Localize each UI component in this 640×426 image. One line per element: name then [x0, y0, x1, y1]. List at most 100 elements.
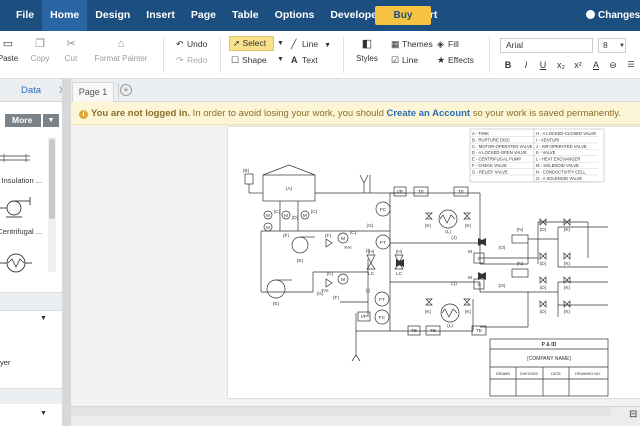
more-format-icon[interactable]: ☰	[627, 60, 635, 69]
menu-home[interactable]: Home	[42, 0, 88, 31]
tag-k: (K)	[425, 223, 432, 229]
tag-f: (F)	[325, 233, 332, 239]
line-icon: ╱	[291, 39, 297, 49]
panel-dropdown[interactable]: ▼	[0, 315, 62, 327]
library-scroll-thumb[interactable]	[49, 139, 55, 219]
tag-b: (B)	[243, 168, 250, 174]
notice-prefix: You are not logged in.	[91, 108, 191, 119]
tag-d: (D)	[540, 261, 547, 267]
changes-status[interactable]: Changes S	[586, 0, 640, 31]
tag-te: TE	[418, 189, 424, 195]
menu-developer[interactable]: Developer	[330, 9, 382, 21]
tag-ft: FT	[379, 297, 385, 303]
select-dropdown-arrow[interactable]: ▼	[277, 40, 284, 47]
tag-c: (C)	[350, 230, 357, 236]
menu-insert[interactable]: Insert	[146, 9, 175, 21]
tag-te: TE	[430, 328, 436, 334]
scroll-track[interactable]	[71, 407, 611, 416]
legend-entry: O - A SOLENOID VALVE	[536, 176, 582, 181]
menu-options[interactable]: Options	[274, 9, 315, 21]
paste-button[interactable]: ▭Paste	[0, 37, 20, 63]
redo-icon: ↷	[176, 55, 184, 65]
shape-library-panel: Data X More ▼ Insulation ... C	[0, 79, 71, 426]
line-tool-button[interactable]: ╱Line▼	[291, 37, 331, 51]
tag-ft: FT	[380, 240, 386, 246]
create-account-link[interactable]: Create an Account	[386, 108, 471, 119]
tag-fc: FC	[380, 207, 387, 213]
chevron-down-icon[interactable]: ▼	[40, 410, 47, 417]
tag-ip: I/P	[397, 189, 403, 195]
buy-button[interactable]: Buy	[375, 6, 431, 25]
shape-heat-exchanger[interactable]	[0, 245, 46, 281]
tag-k: (K)	[564, 227, 571, 233]
title-block-field: DRAWING NO.	[575, 372, 601, 376]
select-tool-button[interactable]: ➚ Select	[229, 36, 274, 51]
shape-dropdown-arrow[interactable]: ▼	[277, 56, 284, 63]
font-size-select[interactable]: 8	[598, 38, 626, 53]
format-painter-button[interactable]: ⌂Format Painter	[91, 37, 151, 63]
toolbar-divider	[489, 37, 490, 73]
link-icon[interactable]: ⊖	[609, 60, 617, 70]
styles-button[interactable]: ◧Styles	[352, 37, 382, 63]
menu-table[interactable]: Table	[232, 9, 259, 21]
legend-entry: M - SOLENOID VALVE	[536, 163, 579, 168]
panel-section-header[interactable]	[0, 292, 62, 311]
effects-star-icon: ★	[437, 55, 446, 65]
line-style-button[interactable]: ☑Line	[391, 53, 418, 67]
subscript-button[interactable]: x₂	[557, 60, 565, 70]
shape-label: Centrifugal ...	[0, 227, 42, 236]
copy-icon: ❐	[35, 38, 45, 50]
panel-section-header[interactable]	[0, 388, 62, 404]
bold-button[interactable]: B	[504, 60, 512, 70]
tab-page-1[interactable]: Page 1	[72, 82, 114, 102]
menu-design[interactable]: Design	[95, 9, 131, 21]
tag-i: (I)	[366, 288, 371, 294]
tag-m: M	[284, 213, 288, 219]
cut-button[interactable]: ✂Cut	[60, 37, 82, 63]
fill-button[interactable]: ◈Fill	[437, 37, 459, 51]
line-dropdown-arrow-icon: ▼	[324, 42, 332, 49]
italic-button[interactable]: I	[524, 60, 528, 70]
horizontal-scrollbar[interactable]: ⊟	[71, 406, 640, 426]
info-icon: i	[79, 110, 88, 119]
tag-n: (N)	[517, 227, 524, 233]
menu-bar: File Home Design Insert Page Table Optio…	[0, 0, 640, 31]
legend-entry: C - MOTOR-OPERATED VALVE	[472, 144, 533, 149]
undo-button[interactable]: ↶Undo	[176, 37, 207, 51]
tag-te: TE	[458, 189, 464, 195]
tab-data[interactable]: Data	[21, 85, 42, 96]
menu-file[interactable]: File	[16, 9, 35, 21]
underline-button[interactable]: U	[539, 60, 547, 70]
font-color-button[interactable]: A	[592, 60, 599, 70]
font-family-select[interactable]: Arial	[500, 38, 593, 53]
zoom-out-icon[interactable]: ⊟	[629, 409, 638, 420]
menu-page[interactable]: Page	[190, 9, 216, 21]
tag-j: (J)	[451, 281, 457, 287]
panel-scrollbar[interactable]	[62, 79, 71, 426]
line-style-icon: ☑	[391, 55, 400, 65]
shape-tool-button[interactable]: ☐Shape	[231, 53, 267, 67]
copy-button[interactable]: ❐Copy	[29, 37, 51, 63]
font-size-dropdown-arrow[interactable]: ▼	[619, 43, 625, 49]
tag-ip: I/P	[361, 314, 367, 320]
effects-button[interactable]: ★Effects	[437, 53, 474, 67]
tag-m: M	[341, 236, 345, 242]
tag-k: (K)	[564, 261, 571, 267]
more-dropdown-arrow[interactable]: ▼	[43, 114, 59, 127]
add-page-button[interactable]: +	[120, 84, 132, 96]
tag-d: (D)	[540, 309, 547, 315]
fill-bucket-icon: ◈	[437, 39, 444, 49]
tag-k: (K)	[425, 309, 432, 315]
superscript-button[interactable]: x²	[574, 60, 582, 70]
styles-label: Styles	[356, 54, 378, 63]
shape-insulation[interactable]: Insulation ...	[0, 137, 46, 185]
more-libraries-button[interactable]: More	[5, 114, 41, 127]
shape-centrifugal[interactable]: Centrifugal ...	[0, 191, 46, 236]
themes-button[interactable]: ▦Themes	[391, 37, 433, 51]
toolbar: ▭Paste ❐Copy ✂Cut ⌂Format Painter ↶Undo …	[0, 31, 640, 79]
redo-button[interactable]: ↷Redo	[176, 53, 207, 67]
